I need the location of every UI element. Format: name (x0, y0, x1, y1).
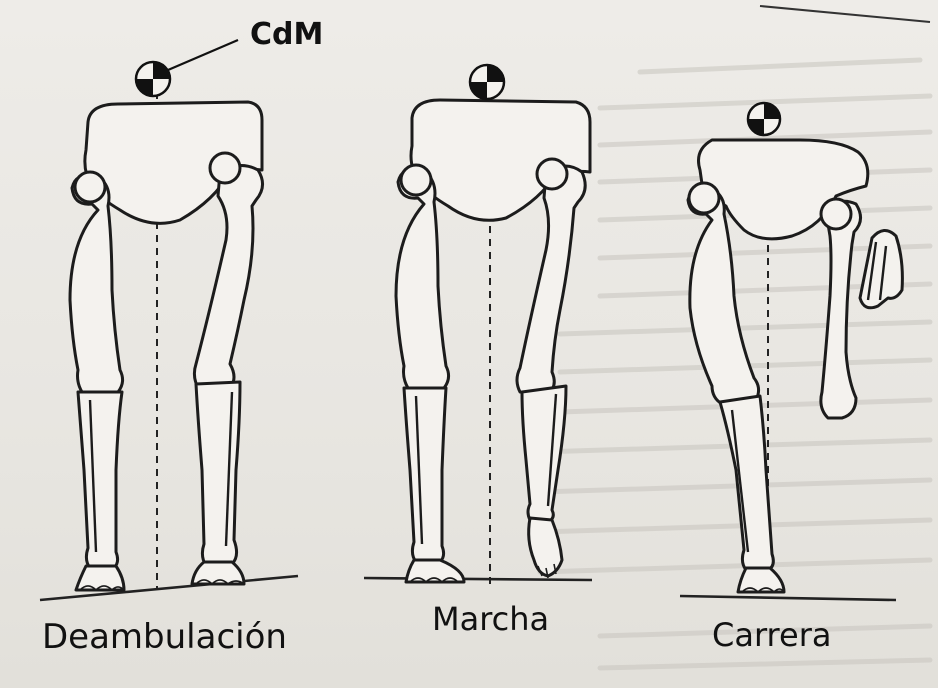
femur-right-run (821, 201, 861, 418)
ground-line-run (680, 596, 896, 600)
femoral-head-right-march (537, 159, 567, 189)
femoral-head-right-walk (210, 153, 240, 183)
tibia-right-march (522, 386, 566, 522)
panel-walk: CdM Deambulación (40, 17, 323, 657)
com-label: CdM (250, 17, 323, 52)
panel-run: Carrera (680, 103, 902, 654)
femoral-head-left-march (401, 165, 431, 195)
ground-line-march (364, 578, 592, 580)
com-marker-run (748, 103, 780, 135)
com-leader-line (168, 40, 238, 70)
com-marker-march (470, 65, 504, 99)
femur-left-walk (70, 176, 123, 392)
tibia-left-walk (78, 392, 122, 568)
panel-label-run: Carrera (712, 616, 831, 654)
panel-label-walk: Deambulación (42, 617, 287, 657)
top-rule (760, 6, 930, 22)
femoral-head-left-walk (75, 172, 105, 202)
panel-label-march: Marcha (432, 600, 549, 638)
femoral-head-left-run (689, 183, 719, 213)
tibia-right-walk (196, 382, 240, 566)
tibia-left-march (404, 388, 446, 562)
panel-march: Marcha (364, 65, 592, 638)
femoral-head-right-run (821, 199, 851, 229)
foot-left-run (738, 568, 784, 592)
com-marker-walk (136, 62, 170, 96)
foot-right-march (529, 518, 562, 576)
